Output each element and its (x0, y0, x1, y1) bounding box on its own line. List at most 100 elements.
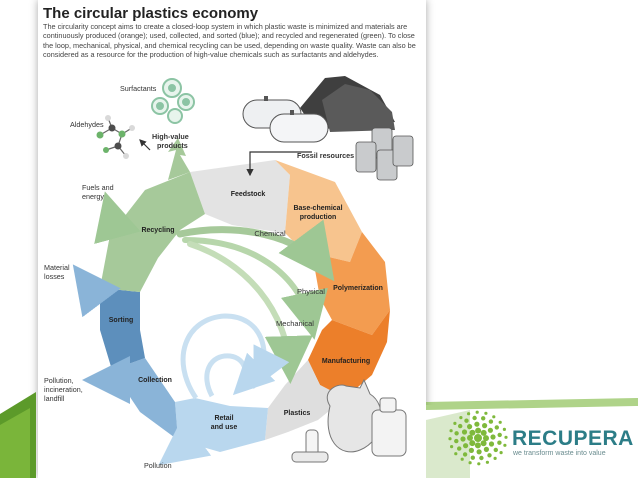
label-surfactants: Surfactants (120, 84, 157, 93)
label-sorting: Sorting (109, 317, 134, 324)
logo-dot (467, 434, 473, 441)
arrow-fossil (250, 151, 312, 175)
corner-decoration-left-inner (0, 408, 30, 478)
intro-text: The circularity concept aims to create a… (43, 22, 416, 60)
reuse-loop-outer (180, 313, 290, 400)
recupera-logo-icon (448, 410, 508, 466)
logo-dot (454, 431, 459, 436)
logo-dot (493, 456, 497, 460)
logo-dot (499, 451, 503, 455)
arrow-pollution (158, 417, 212, 466)
logo-dot (479, 455, 484, 461)
logo-dot (470, 455, 475, 460)
logo-dot (497, 440, 502, 445)
reuse-loop-inner (204, 352, 276, 398)
logo-dot (468, 461, 472, 465)
logo-dot (484, 411, 488, 415)
label-physical: Physical (297, 287, 325, 296)
label-pollution-3: landfill (44, 394, 65, 403)
logo-dot (488, 441, 495, 447)
logo-dot (497, 432, 502, 438)
logo-dot (474, 434, 482, 442)
label-aldehydes: Aldehydes (70, 120, 104, 129)
logo-dot (469, 429, 476, 436)
logo-dot (480, 440, 487, 447)
label-fuels-2: energy (82, 192, 104, 201)
surfactants-icon (151, 78, 195, 124)
logo-dot (454, 452, 458, 456)
segment-sorting (100, 288, 145, 370)
logo-dot (467, 412, 471, 416)
logo-dot (481, 416, 486, 421)
label-feedstock: Feedstock (231, 191, 266, 198)
logo-dot (493, 447, 498, 453)
logo-dot (462, 452, 468, 457)
label-high-value-2: products (157, 141, 188, 150)
logo-dot (474, 421, 480, 427)
label-pollution-2: incineration, (44, 385, 83, 394)
arrow-fuels (94, 191, 141, 245)
label-manufacturing: Manufacturing (322, 358, 370, 365)
label-retail-1: Retail (214, 415, 233, 422)
label-chemical: Chemical (254, 229, 286, 238)
flow-chemical-line (176, 219, 335, 282)
brand-corner-fade (426, 410, 470, 478)
flow-physical-line (182, 237, 328, 340)
label-high-value-1: High-value (152, 132, 189, 141)
logo-dot (448, 437, 452, 441)
logo-dot (459, 416, 463, 420)
logo-dot (453, 421, 457, 425)
brand-name: RECUPERA (512, 427, 634, 450)
logo-dot (475, 410, 479, 414)
flow-mechanical-line (187, 241, 313, 384)
logo-dot (468, 447, 474, 453)
logo-dot (467, 424, 473, 430)
logo-dot (450, 445, 454, 449)
logo-dot (457, 446, 462, 451)
label-mechanical: Mechanical (276, 319, 314, 328)
logo-dot (490, 434, 496, 440)
label-retail-2: and use (211, 424, 238, 431)
label-collection: Collection (138, 377, 172, 384)
logo-dot (449, 429, 453, 433)
logo-dot (476, 449, 482, 455)
recycling-flows (176, 219, 335, 384)
logo-dot (474, 442, 481, 449)
logo-dot (454, 438, 459, 444)
label-material-2: losses (44, 272, 65, 281)
label-polymerization: Polymerization (333, 285, 383, 292)
segment-plastics (265, 360, 345, 440)
label-fossil-resources: Fossil resources (297, 151, 354, 160)
logo-dot (472, 415, 477, 421)
aldehydes-icon (96, 115, 135, 159)
logo-dot (502, 427, 506, 431)
logo-dot (463, 443, 469, 449)
logo-dot (494, 425, 499, 430)
label-plastics: Plastics (284, 410, 311, 417)
logo-dot (487, 427, 493, 433)
plastic-waste-icon (291, 378, 407, 463)
segment-manufacturing (308, 310, 390, 398)
reuse-loops (180, 313, 290, 400)
logo-dot (469, 440, 476, 447)
output-arrows (72, 139, 312, 466)
label-material-1: Material (44, 263, 70, 272)
logo-dot (482, 423, 488, 429)
recycling-arrow-up (168, 138, 190, 180)
label-pollution: Pollution (144, 461, 172, 470)
label-base-chemical-2: production (300, 214, 337, 221)
arrow-high-value (139, 139, 151, 151)
label-base-chemical-1: Base-chemical (293, 205, 342, 212)
arrow-material-losses (72, 264, 121, 318)
logo-dot (480, 429, 487, 436)
label-fuels-1: Fuels and (82, 183, 114, 192)
page-title: The circular plastics economy (43, 5, 259, 22)
fossil-resources-icon (242, 76, 414, 181)
segment-collection (112, 358, 178, 440)
logo-dot (498, 420, 502, 424)
logo-dot (504, 435, 508, 439)
logo-dot (488, 419, 494, 424)
logo-dot (460, 457, 464, 461)
brand-stripe (426, 398, 638, 410)
